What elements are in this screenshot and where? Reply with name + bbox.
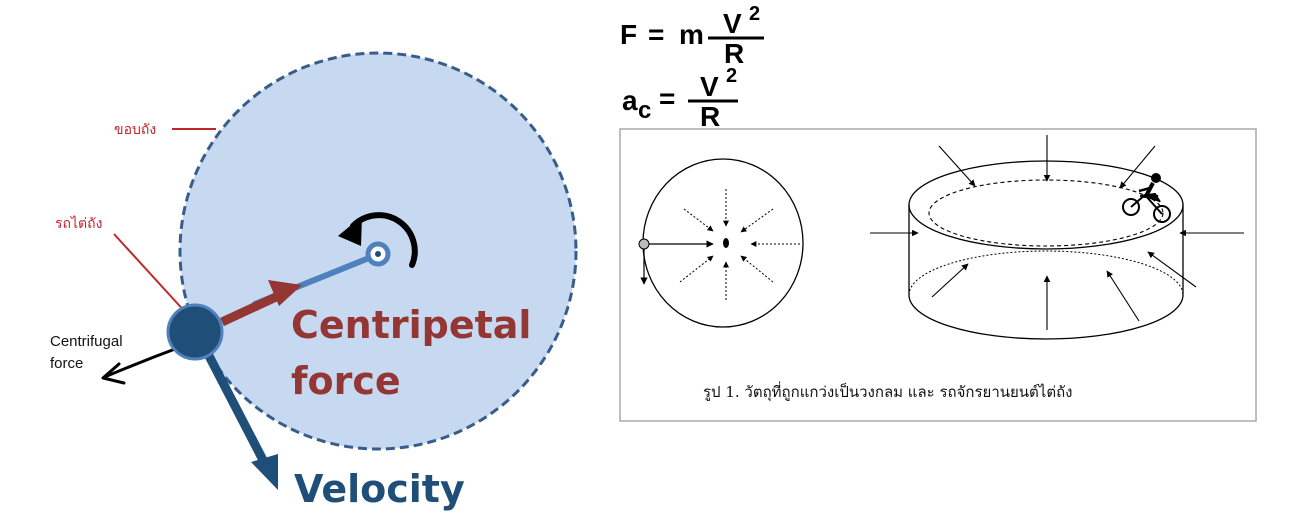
accel-lhs: a bbox=[622, 85, 638, 116]
centripetal-arrow-shaft bbox=[220, 292, 278, 327]
formulas: F = m V 2 R a c = V 2 R bbox=[620, 3, 764, 132]
car-ball bbox=[166, 303, 224, 361]
left-diagram: ขอบถัง รถไต่ถัง Centrifugal force Centri… bbox=[50, 51, 578, 511]
accel-subscript: c bbox=[638, 97, 651, 124]
rotation-arrow-head bbox=[338, 216, 362, 246]
whirl-object bbox=[638, 238, 650, 250]
accel-equals: = bbox=[659, 83, 675, 114]
drum-bottom-back bbox=[908, 250, 1184, 296]
centrifugal-arrow bbox=[105, 344, 185, 378]
figure-box: รูป 1. วัตถุที่ถูกแกว่งเป็นวงกลม และ รถจ… bbox=[619, 128, 1257, 422]
velocity-label: Velocity bbox=[294, 467, 465, 511]
centripetal-label-line1: Centripetal bbox=[291, 303, 531, 347]
drum-cylinder-diagram bbox=[870, 135, 1244, 340]
centrifugal-label-line1: Centrifugal bbox=[50, 333, 123, 350]
centrifugal-label-line2: force bbox=[50, 355, 83, 372]
force-lhs: F bbox=[620, 19, 637, 50]
rotation-arrow-icon bbox=[350, 212, 418, 268]
accel-denominator: R bbox=[700, 101, 720, 132]
force-equals: = bbox=[648, 19, 664, 50]
motorcycle-rider-icon bbox=[1122, 173, 1171, 223]
whirl-center bbox=[723, 238, 729, 248]
whirl-dotted-arrows bbox=[679, 189, 800, 300]
force-exponent: 2 bbox=[749, 3, 760, 25]
force-numerator: V bbox=[723, 8, 742, 39]
accel-exponent: 2 bbox=[726, 65, 737, 87]
velocity-arrow-shaft bbox=[203, 349, 268, 465]
centrifugal-arrow-head bbox=[101, 362, 126, 385]
velocity-arrow-head bbox=[251, 454, 278, 490]
whirl-circle-diagram bbox=[638, 158, 804, 328]
center-pivot-dot bbox=[375, 251, 381, 257]
rim-label: ขอบถัง bbox=[114, 122, 156, 138]
accel-numerator: V bbox=[700, 71, 719, 102]
car-label: รถไต่ถัง bbox=[55, 215, 102, 232]
drum-bottom-front bbox=[908, 294, 1184, 340]
force-denominator: R bbox=[724, 38, 744, 69]
drum-force-arrows bbox=[870, 135, 1244, 330]
figure-frame bbox=[619, 128, 1257, 422]
centripetal-label-line2: force bbox=[291, 359, 401, 403]
centripetal-arrow-head bbox=[268, 280, 302, 306]
force-mass: m bbox=[679, 19, 704, 50]
figure-caption: รูป 1. วัตถุที่ถูกแกว่งเป็นวงกลม และ รถจ… bbox=[703, 381, 1073, 402]
